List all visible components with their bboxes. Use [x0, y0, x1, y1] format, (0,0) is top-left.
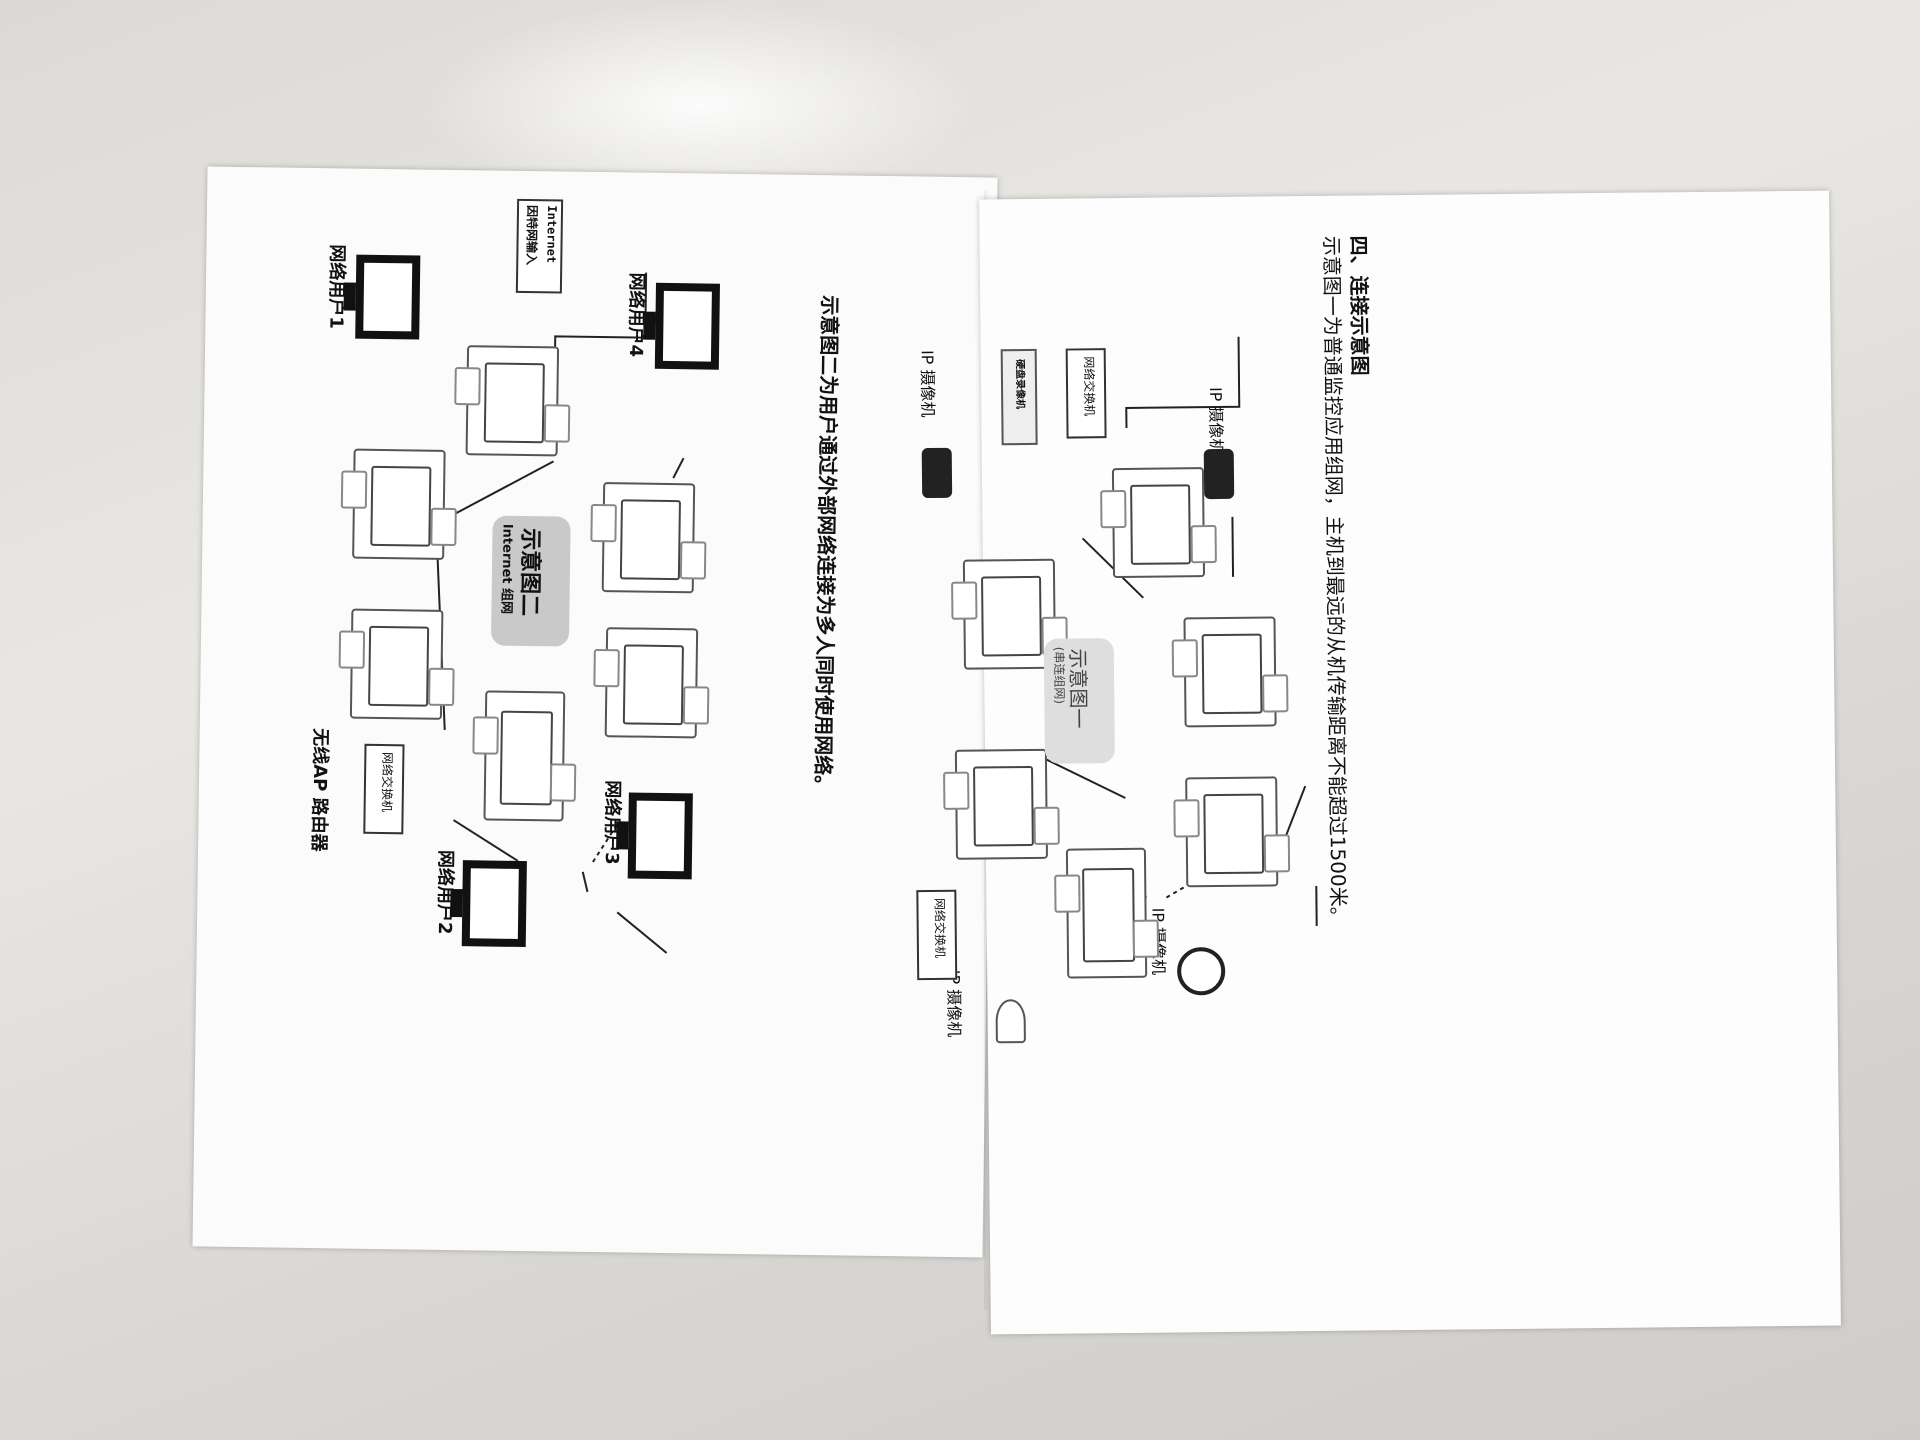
switch-label: 网络交换机 — [379, 752, 395, 813]
diagram2-sub: Internet 组网 — [498, 523, 515, 615]
extender-device — [943, 748, 1060, 860]
internet-input-box: Internet 因特网输入 — [515, 198, 564, 294]
user1-label: 网络用户1 — [325, 244, 348, 330]
diagram2-title: 示意图二 — [516, 527, 543, 617]
section-heading: 四、连接示意图 — [1346, 235, 1372, 376]
user3-label: 网络用户3 — [600, 780, 624, 865]
host-device — [472, 690, 577, 822]
user4-monitor-icon — [654, 282, 720, 370]
left-page: 示意图二为用户通过外部网络连接为多人同时使用网络。 Internet 因特网输入… — [192, 166, 998, 1258]
switch-top-box: 网络交换机 — [1065, 348, 1107, 439]
user3-monitor-icon — [627, 792, 693, 880]
diagram1-lines — [1022, 336, 1318, 926]
extender-device — [1173, 776, 1291, 888]
diagram2-lines — [399, 272, 685, 954]
switch-box: 网络交换机 — [363, 743, 405, 835]
extender-device — [590, 482, 707, 594]
extender-device — [454, 345, 571, 457]
extender-device — [340, 448, 457, 560]
user2-label: 网络用户2 — [433, 849, 457, 935]
diagram1-title: 示意图一 — [1065, 648, 1091, 729]
internet-box-line1: Internet — [544, 205, 560, 264]
extender-device — [1171, 616, 1289, 728]
right-page: 四、连接示意图 示意图一为普通监控应用组网，主机到最远的从机传输距离不能超过15… — [916, 190, 1841, 1335]
switch-bottom-label: 网络交换机 — [932, 897, 948, 959]
diagram1-sub: (串连组网) — [1051, 646, 1067, 705]
recorder-box: 硬盘录像机 — [1000, 348, 1038, 446]
camera-icon — [1203, 448, 1235, 500]
diagram2-center-label: 示意图二 Internet 组网 — [490, 515, 571, 647]
wireless-ap-label: 无线AP 路由器 — [308, 728, 331, 852]
user4-label: 网络用户4 — [624, 272, 648, 358]
dome-camera-icon — [1176, 946, 1226, 996]
user1-monitor-icon — [355, 254, 421, 340]
extender-device — [1100, 467, 1217, 579]
camera1-label: IP 摄像机 — [1206, 386, 1226, 455]
user2-monitor-icon — [461, 860, 527, 948]
switch-top-label: 网络交换机 — [1081, 356, 1097, 417]
recorder-label: 硬盘录像机 — [1013, 359, 1026, 410]
extender-device — [338, 608, 455, 720]
bullet-camera-icon — [995, 999, 1026, 1044]
host-device — [1054, 847, 1160, 979]
camera-icon — [921, 447, 953, 499]
extender-device — [951, 558, 1068, 670]
extender-device — [593, 627, 710, 739]
internet-box-line2: 因特网输入 — [524, 204, 540, 266]
camera2-label: IP 摄像机 — [917, 349, 938, 418]
switch-bottom-box: 网络交换机 — [916, 889, 958, 981]
diagram1-center-label: 示意图一 (串连组网) — [1043, 638, 1115, 764]
